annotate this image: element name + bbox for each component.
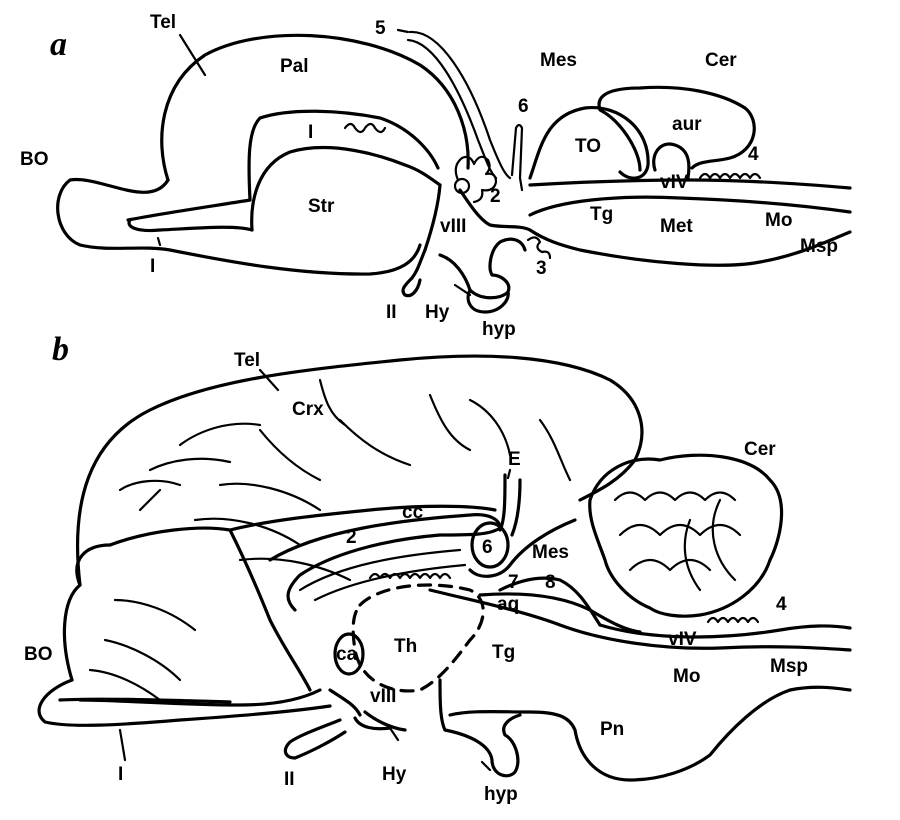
a-brainstem-dorsal xyxy=(528,178,852,217)
b-diencephalon xyxy=(328,678,447,732)
b-label-hyp: hyp xyxy=(484,784,518,805)
b-cerebellum-folia xyxy=(613,491,742,592)
b-label-pn: Pn xyxy=(600,719,624,740)
a-label-met: Met xyxy=(660,216,693,237)
a-label-hy: Hy xyxy=(425,302,450,323)
b-leaders xyxy=(118,368,512,772)
b-label-4: 4 xyxy=(776,594,787,615)
b-label-mes: Mes xyxy=(532,542,569,563)
b-label-ii: II xyxy=(284,769,295,790)
a-label-5: 5 xyxy=(375,18,386,39)
b-label-tg: Tg xyxy=(492,642,515,663)
b-label-7: 7 xyxy=(508,572,519,593)
b-aqueduct xyxy=(478,592,642,634)
b-label-tel: Tel xyxy=(234,350,260,371)
b-label-ca: ca xyxy=(336,644,358,665)
a-infundibulum xyxy=(401,237,527,300)
a-label-6: 6 xyxy=(518,96,529,117)
a-cerebellum xyxy=(597,85,756,180)
b-label-viv: vIV xyxy=(668,629,697,650)
a-choroid-squiggle xyxy=(343,122,387,134)
a-label-tg: Tg xyxy=(590,204,613,225)
a-label-aur: aur xyxy=(672,114,702,135)
b-label-6: 6 xyxy=(482,537,493,558)
a-striatum-outline xyxy=(250,145,442,232)
b-tectum xyxy=(468,518,602,627)
b-cerebellum xyxy=(588,453,784,618)
a-optic-tectum xyxy=(528,106,650,180)
a-pallium-inner xyxy=(247,109,440,202)
a-label-i-nerve: I xyxy=(150,256,155,277)
panel-b-letter: b xyxy=(52,331,69,368)
a-label-pal: Pal xyxy=(280,56,309,77)
b-hypophysis xyxy=(443,713,522,778)
panel-a-drawing xyxy=(56,28,852,314)
b-anterior-commissure xyxy=(333,632,365,676)
a-label-str: Str xyxy=(308,196,335,217)
a-label-msp: Msp xyxy=(800,236,838,257)
b-label-mo: Mo xyxy=(673,666,700,687)
b-choroid-2 xyxy=(368,572,452,580)
a-leaders xyxy=(156,28,524,297)
a-nerve-3 xyxy=(526,236,552,260)
b-brainstem-dorsal xyxy=(428,588,852,652)
a-foramen-circle xyxy=(453,177,471,195)
a-telencephalon-outline xyxy=(160,33,470,182)
a-hypophysis xyxy=(466,288,510,314)
b-olfactory xyxy=(37,678,332,727)
b-sulci xyxy=(88,378,572,702)
b-thalamus-outline xyxy=(351,583,485,693)
a-label-viv: vIV xyxy=(660,172,689,193)
b-brainstem-ventral xyxy=(448,685,852,782)
a-label-bo: BO xyxy=(20,149,49,170)
a-label-i-ventricle: I xyxy=(308,122,313,143)
b-label-cc: cc xyxy=(402,502,424,523)
a-brainstem-ventral xyxy=(528,228,852,267)
b-fornix xyxy=(298,548,467,602)
b-cortex-outline xyxy=(76,354,644,587)
b-label-th: Th xyxy=(394,636,417,657)
a-label-hyp: hyp xyxy=(482,319,516,340)
a-label-to: TO xyxy=(575,136,601,157)
a-lateral-ventricle xyxy=(126,198,254,233)
b-label-8: 8 xyxy=(545,572,556,593)
b-cortex-frontal xyxy=(62,543,112,682)
a-diencephalon xyxy=(410,183,532,280)
a-label-tel: Tel xyxy=(150,12,176,33)
b-label-msp: Msp xyxy=(770,656,808,677)
panel-b-drawing xyxy=(37,354,852,782)
b-label-cer: Cer xyxy=(744,439,776,460)
a-label-mo: Mo xyxy=(765,210,792,231)
b-epiphysis xyxy=(498,473,522,537)
b-label-2: 2 xyxy=(346,527,357,548)
b-label-e: E xyxy=(508,449,521,470)
a-choroid-4 xyxy=(698,172,762,180)
panel-b-labels: b Tel Crx Cer E cc 2 6 Mes 7 8 aq 4 BO c… xyxy=(24,331,808,805)
a-label-4: 4 xyxy=(748,144,759,165)
a-olfactory-bulb xyxy=(56,177,422,276)
b-corpus-callosum xyxy=(268,513,502,612)
panel-a-labels: a Tel Pal 5 Mes Cer I 6 TO aur BO 4 2 vI… xyxy=(20,12,838,340)
a-label-ii: II xyxy=(386,302,397,323)
panel-a-letter: a xyxy=(50,26,67,63)
b-optic-nerve xyxy=(283,716,392,760)
a-label-mes: Mes xyxy=(540,50,577,71)
b-label-crx: Crx xyxy=(292,399,324,420)
a-label-2: 2 xyxy=(490,186,501,207)
b-label-bo: BO xyxy=(24,644,53,665)
a-epiphysis-stalk xyxy=(406,30,512,180)
a-label-3: 3 xyxy=(536,258,547,279)
a-paraphysis xyxy=(510,123,524,180)
a-label-cer: Cer xyxy=(705,50,737,71)
b-label-hy: Hy xyxy=(382,764,407,785)
b-label-viii: vIII xyxy=(370,686,396,707)
b-label-aq: aq xyxy=(497,594,519,615)
b-label-i-nerve: I xyxy=(118,764,123,785)
a-label-viii: vIII xyxy=(440,216,466,237)
b-choroid-4 xyxy=(706,616,760,624)
b-habenula-6 xyxy=(470,521,510,569)
